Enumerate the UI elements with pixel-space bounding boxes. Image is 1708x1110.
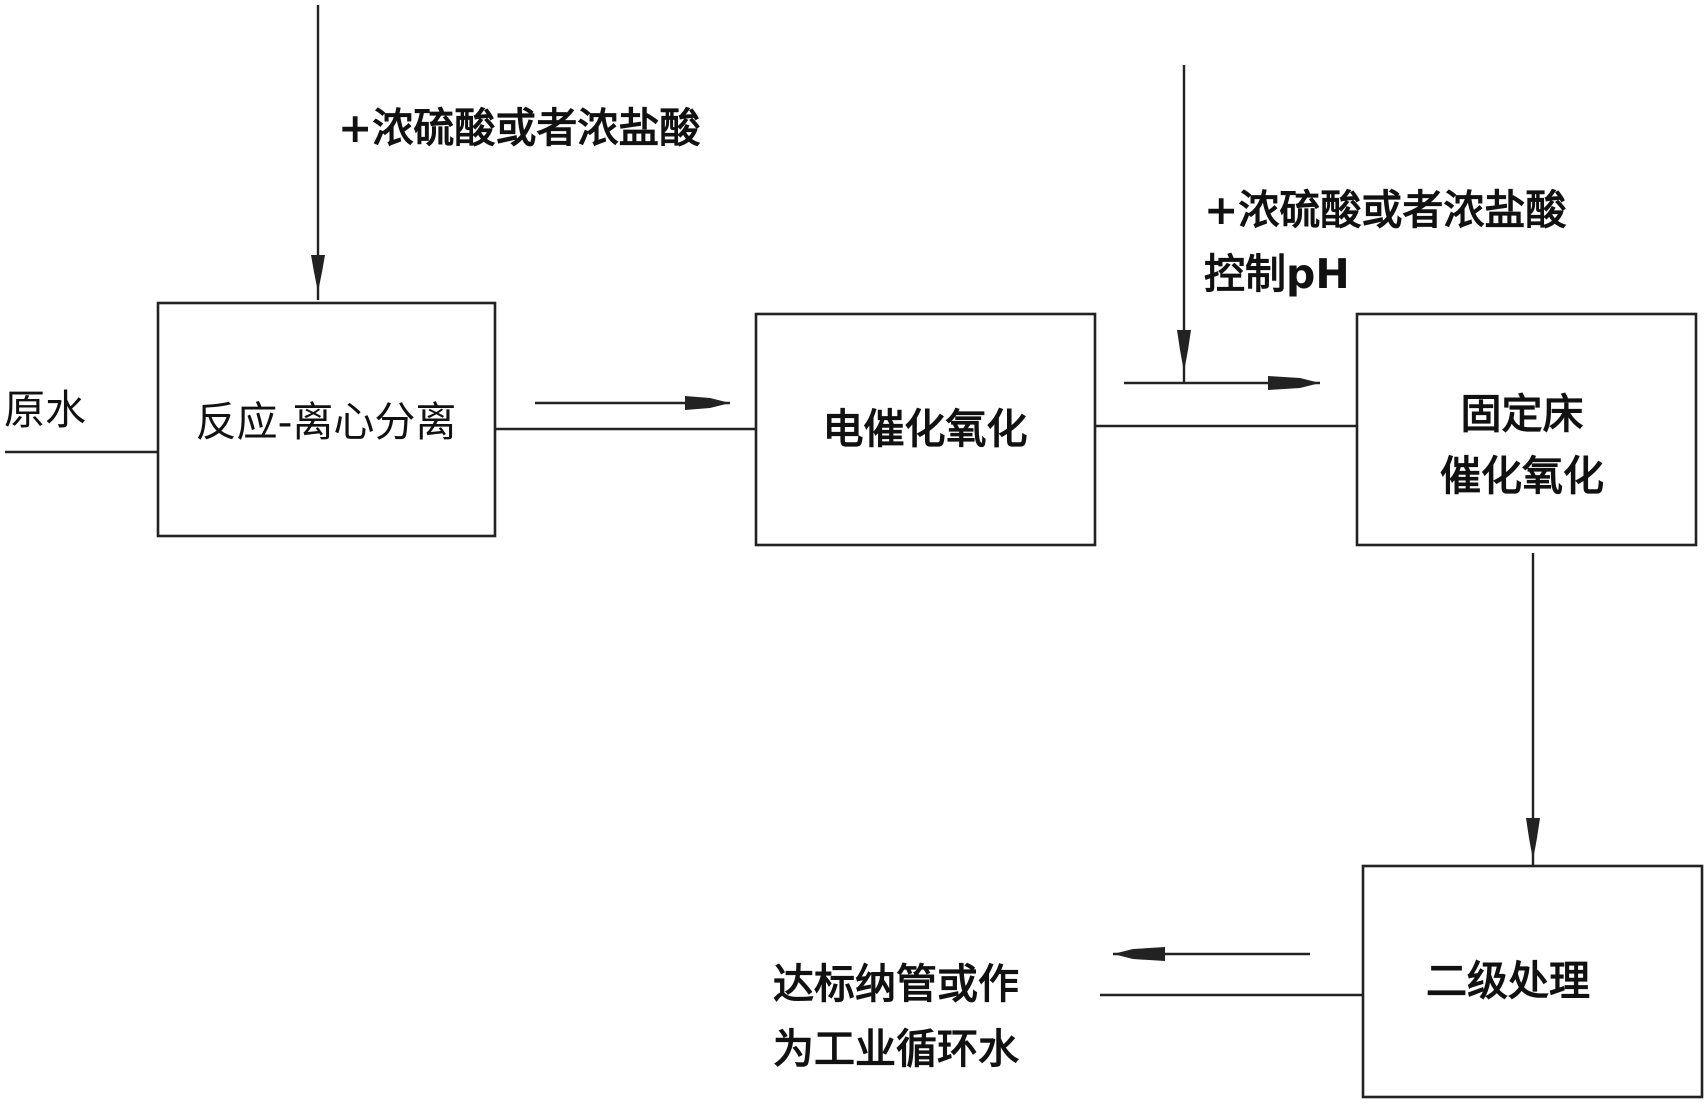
node-reaction-label: 反应-离心分离 [196, 398, 457, 446]
node-electro-catalytic-oxidation [754, 312, 1097, 547]
node-fixed-bed-label-line2: 催化氧化 [1440, 452, 1604, 500]
node-fixed-bed-catalytic-oxidation [1355, 312, 1698, 547]
ph-control-label: 控制pH [1204, 250, 1350, 298]
output-label-line2: 为工业循环水 [773, 1025, 1020, 1073]
arrow-left-icon [1113, 947, 1165, 961]
output-label-line1: 达标纳管或作 [773, 960, 1019, 1008]
arrow-down-icon [1526, 818, 1540, 860]
node-secondary-label: 二级处理 [1426, 957, 1590, 1005]
node-electro-label: 电催化氧化 [823, 405, 1028, 453]
arrow-down-icon [1177, 330, 1191, 372]
arrow-down-icon [311, 255, 325, 292]
node-secondary-treatment [1361, 864, 1704, 1099]
arrow-right-icon [1268, 376, 1320, 390]
node-fixed-bed-label-line1: 固定床 [1461, 390, 1584, 438]
input-label: 原水 [4, 386, 86, 434]
arrow-right-icon [685, 396, 730, 410]
node-reaction-centrifugation [156, 301, 497, 538]
acid-label-1: +浓硫酸或者浓盐酸 [338, 104, 701, 152]
acid-label-2: +浓硫酸或者浓盐酸 [1204, 186, 1567, 234]
